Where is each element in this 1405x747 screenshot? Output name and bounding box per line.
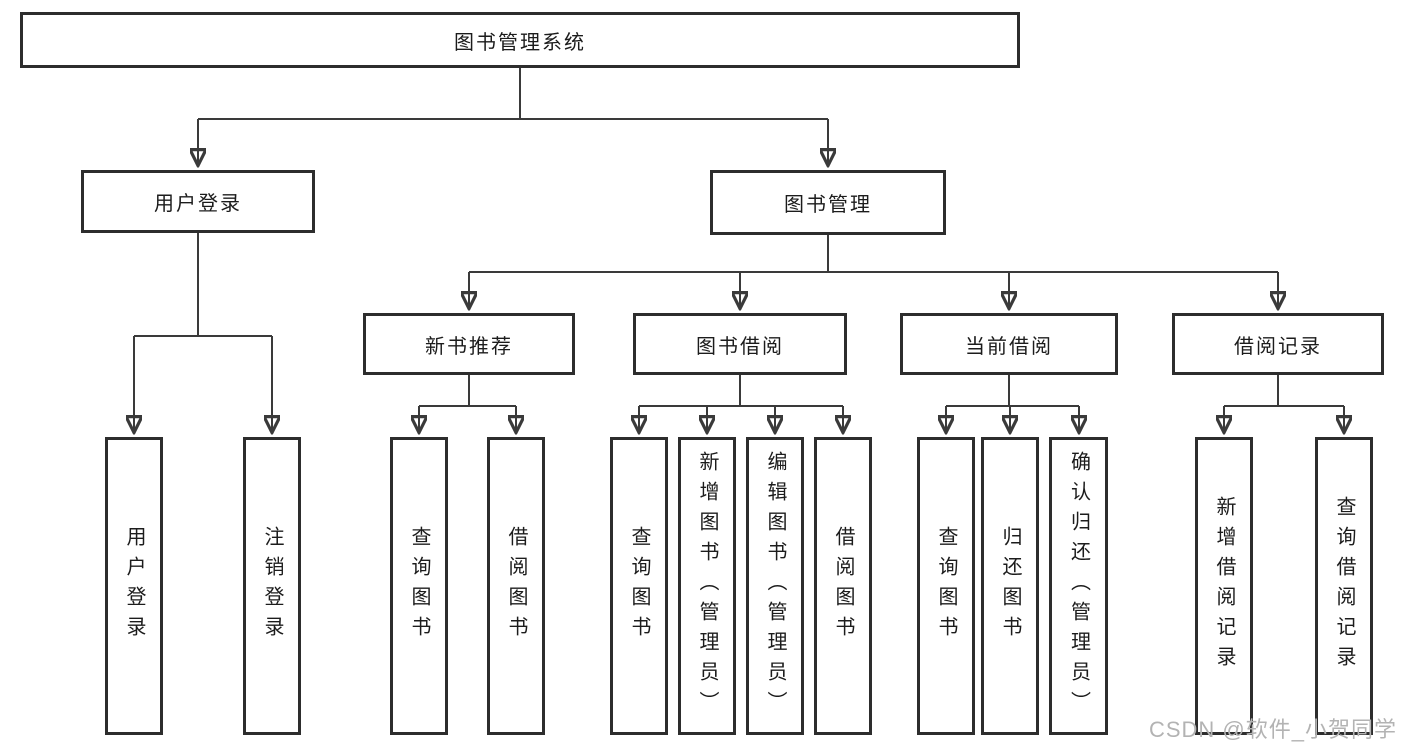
node-root: 图书管理系统 <box>20 12 1020 68</box>
connector-user-login-bus <box>134 233 272 337</box>
node-user-login: 用户登录 <box>81 170 315 233</box>
leaf-query-book-2: 查询图书 <box>610 437 668 735</box>
csdn-watermark: CSDN @软件_小贺同学 <box>1148 717 1397 742</box>
leaf-add-borrow-record: 新增借阅记录 <box>1195 437 1253 735</box>
connector-book-mgmt-bus <box>469 235 1278 273</box>
connector-borrow-record-bus <box>1224 375 1344 407</box>
leaf-query-borrow-record: 查询借阅记录 <box>1315 437 1373 735</box>
leaf-edit-book-admin: 编辑图书（管理员） <box>746 437 804 735</box>
connector-book-borrow-bus <box>639 375 843 407</box>
leaf-return-book: 归还图书 <box>981 437 1039 735</box>
connector-new-book-rec-bus <box>419 375 516 407</box>
leaf-query-book-1: 查询图书 <box>390 437 448 735</box>
connector-current-borrow-bus <box>946 375 1079 407</box>
node-book-borrow: 图书借阅 <box>633 313 847 375</box>
leaf-query-book-3: 查询图书 <box>917 437 975 735</box>
node-new-book-rec: 新书推荐 <box>363 313 575 375</box>
connector-root-bus <box>198 68 828 120</box>
node-current-borrow: 当前借阅 <box>900 313 1118 375</box>
leaf-add-book-admin: 新增图书（管理员） <box>678 437 736 735</box>
leaf-logout: 注销登录 <box>243 437 301 735</box>
leaf-borrow-book-1: 借阅图书 <box>487 437 545 735</box>
node-borrow-record: 借阅记录 <box>1172 313 1384 375</box>
node-book-mgmt: 图书管理 <box>710 170 946 235</box>
leaf-borrow-book-2: 借阅图书 <box>814 437 872 735</box>
leaf-confirm-return-admin: 确认归还（管理员） <box>1049 437 1108 735</box>
leaf-user-login: 用户登录 <box>105 437 163 735</box>
